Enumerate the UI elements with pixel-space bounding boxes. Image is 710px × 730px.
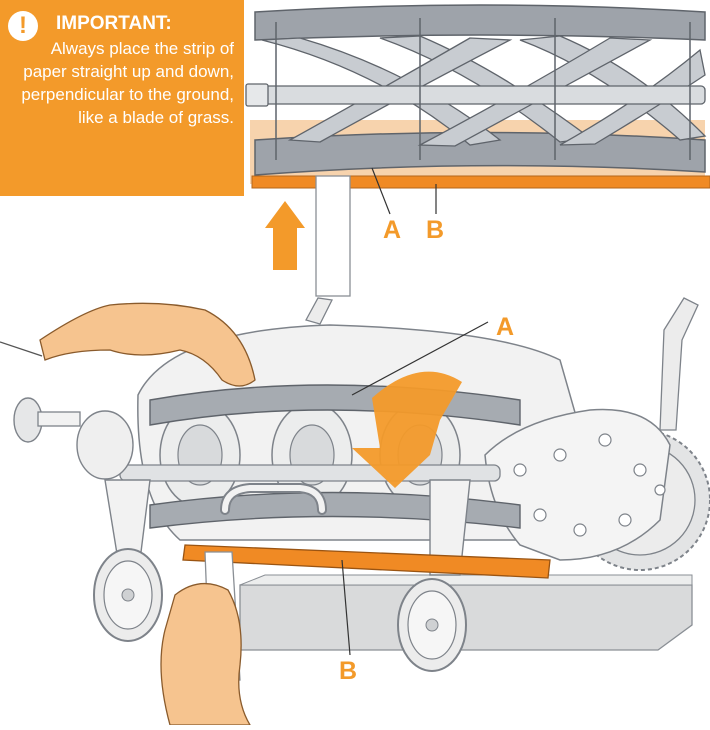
reel-shaft: [261, 85, 706, 105]
label-bottom-b: B: [339, 657, 358, 685]
label-top-a: A: [383, 216, 402, 244]
reel-rotation-arrow: [352, 371, 462, 488]
exclamation-icon: !: [8, 11, 38, 41]
bedknife-bar: [251, 175, 710, 189]
paper-strip-top: [315, 175, 351, 297]
adjust-knob-left: [13, 397, 134, 480]
important-callout: ! IMPORTANT: Always place the strip of p…: [0, 0, 244, 196]
leg-right: [429, 479, 471, 576]
hand-bottom: [160, 583, 252, 726]
wheel-left-small: [93, 548, 163, 642]
hand-top: [39, 302, 256, 387]
shaft-end: [245, 83, 269, 107]
handle-bar-left: [305, 297, 333, 325]
push-up-arrow: [265, 201, 305, 270]
handle-bar-right: [659, 297, 699, 431]
detail-inset: [245, 4, 710, 297]
callout-title: IMPORTANT:: [56, 13, 172, 34]
mower-illustration: [0, 297, 710, 726]
bolt-set: [513, 433, 666, 537]
label-top-b: B: [426, 216, 445, 244]
leg-left: [104, 479, 151, 561]
reel-axle: [119, 464, 501, 482]
reel-spokes: [275, 18, 691, 160]
reel-blade-top: [254, 4, 706, 41]
label-bottom-a: A: [496, 313, 515, 341]
bedknife-bar-bottom: [182, 544, 551, 579]
wheel-right-small: [397, 578, 467, 672]
callout-text: Always place the strip of paper straight…: [21, 39, 234, 127]
